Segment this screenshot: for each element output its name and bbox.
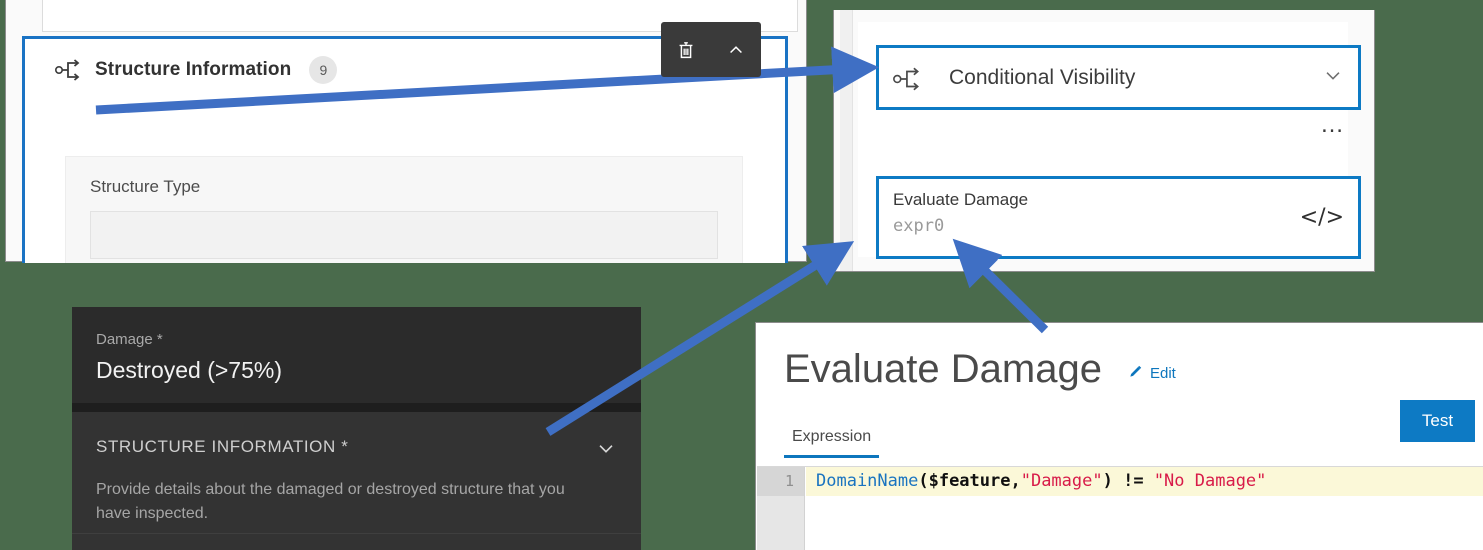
damage-label: Damage * <box>96 331 163 348</box>
tab-expression[interactable]: Expression <box>784 428 880 458</box>
pencil-icon <box>1128 364 1143 383</box>
section-header[interactable]: STRUCTURE INFORMATION * <box>96 436 617 464</box>
expression-item-title: Evaluate Damage <box>893 190 1029 209</box>
code-token-str: "No Damage" <box>1153 471 1267 491</box>
test-button[interactable]: Test <box>1400 400 1475 442</box>
damage-value: Destroyed (>75%) <box>96 357 282 383</box>
chevron-down-icon[interactable] <box>1322 64 1344 91</box>
section-title: STRUCTURE INFORMATION * <box>96 437 349 456</box>
code-token-plain: != <box>1112 471 1154 491</box>
conditional-visibility-icon <box>893 65 921 91</box>
code-icon[interactable]: </> <box>1299 205 1344 230</box>
code-token-fn: DomainName <box>816 471 919 491</box>
code-token-str: "Damage" <box>1020 471 1103 491</box>
edit-button[interactable]: Edit <box>1128 364 1176 383</box>
expression-editor-panel: Evaluate Damage Edit Expression 1 Domain… <box>755 322 1483 550</box>
conditional-visibility-row[interactable]: Conditional Visibility <box>876 45 1361 110</box>
editor-header: Evaluate Damage Edit <box>784 345 1176 393</box>
section-description: Provide details about the damaged or des… <box>96 481 565 522</box>
trash-icon[interactable] <box>669 33 703 67</box>
chevron-down-icon[interactable] <box>595 437 617 464</box>
conditional-visibility-label: Conditional Visibility <box>949 65 1136 89</box>
expression-item-subtitle: expr0 <box>893 216 945 236</box>
page-title: Structure Information <box>95 59 292 80</box>
properties-panel: Conditional Visibility … Evaluate Damage… <box>833 10 1375 272</box>
overflow-menu-button[interactable]: … <box>1320 111 1346 138</box>
structure-information-section-preview[interactable]: STRUCTURE INFORMATION * Provide details … <box>72 412 641 550</box>
editor-gutter: 1 <box>757 467 805 550</box>
mobile-preview-panel: Damage * Destroyed (>75%) STRUCTURE INFO… <box>72 307 641 550</box>
expression-item-texts: Evaluate Damage expr0 <box>893 187 1300 239</box>
editor-tabs: Expression <box>784 428 880 458</box>
structure-type-input[interactable] <box>90 211 718 259</box>
code-line-1[interactable]: DomainName($feature,"Damage") != "No Dam… <box>806 467 1483 496</box>
code-token-plain: ($feature, <box>918 471 1021 491</box>
structure-type-field-block: Structure Type <box>65 156 743 263</box>
structure-type-label: Structure Type <box>90 177 201 196</box>
properties-side-rail <box>840 10 853 271</box>
line-number: 1 <box>757 467 804 496</box>
expression-list-item[interactable]: Evaluate Damage expr0 </> <box>876 176 1361 259</box>
preview-divider <box>72 403 641 412</box>
card-toolbar[interactable] <box>661 22 761 77</box>
edit-label: Edit <box>1149 365 1176 382</box>
status-badge: 9 <box>309 56 338 84</box>
section-bottom-rule <box>72 533 641 534</box>
chevron-up-icon[interactable] <box>719 33 753 67</box>
code-token-plain: ) <box>1102 471 1113 491</box>
conditional-visibility-icon <box>54 57 83 83</box>
code-editor[interactable]: 1 DomainName($feature,"Damage") != "No D… <box>757 466 1483 550</box>
editor-title: Evaluate Damage <box>784 347 1102 391</box>
damage-field-preview: Damage * Destroyed (>75%) <box>72 307 641 403</box>
